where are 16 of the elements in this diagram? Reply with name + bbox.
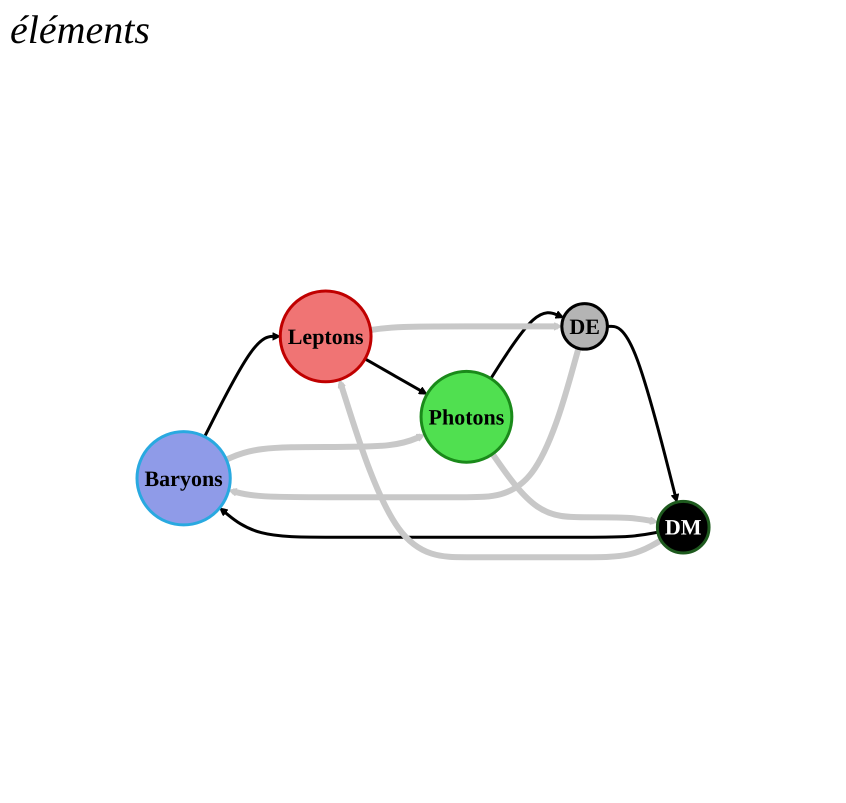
arrow (338, 379, 662, 560)
node-circle: Leptons (278, 289, 373, 384)
arrow (607, 324, 680, 502)
arrow (490, 452, 658, 525)
node-circle: Baryons (135, 430, 232, 526)
arrow (370, 322, 562, 333)
arrow (364, 358, 428, 395)
node-circle: DE (560, 302, 609, 351)
arrow (219, 507, 658, 539)
arrow (490, 310, 564, 380)
arrow (225, 433, 426, 462)
node-circle: DM (656, 500, 711, 554)
node-circle: Photons (420, 370, 514, 464)
arrow (203, 332, 281, 438)
diagram-title: éléments (10, 6, 151, 53)
arrow (228, 347, 582, 500)
